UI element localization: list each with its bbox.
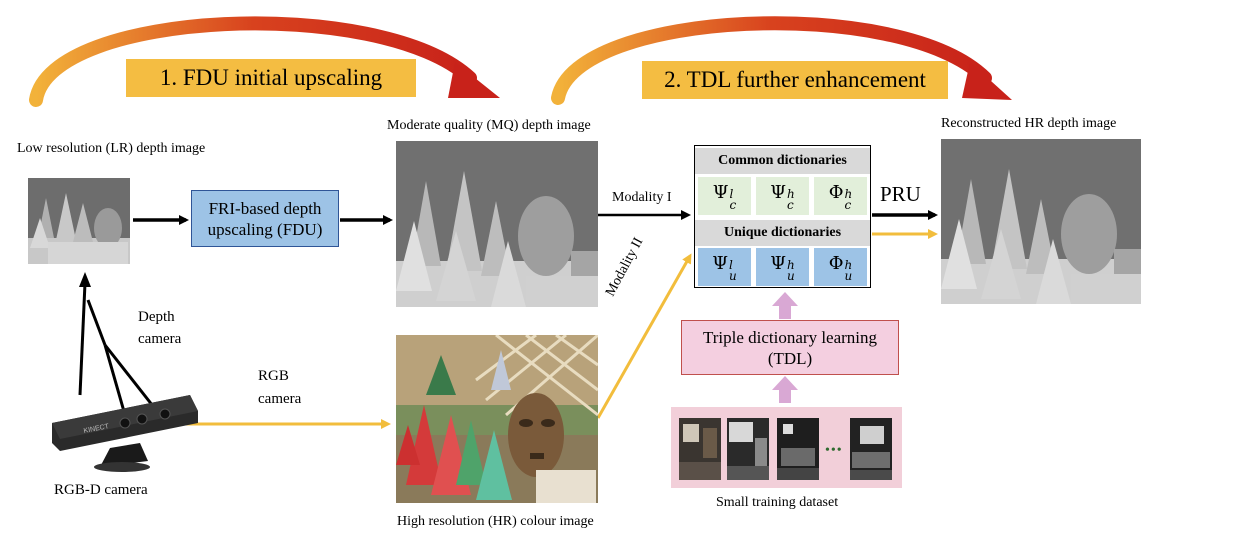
caption-rgbd: RGB-D camera bbox=[54, 482, 148, 498]
caption-pru: PRU bbox=[880, 182, 921, 206]
kinect-label: KINECT bbox=[83, 423, 110, 435]
training-thumb-4 bbox=[850, 418, 892, 480]
fdu-box-line-1: FRI-based depth bbox=[208, 198, 322, 218]
hr-recon-image bbox=[941, 139, 1141, 304]
caption-depth-camera-2: camera bbox=[138, 331, 182, 347]
arrow-tdl-to-dict bbox=[772, 292, 798, 319]
caption-mq-depth: Moderate quality (MQ) depth image bbox=[387, 118, 591, 133]
curve-arrow-fdu bbox=[29, 16, 500, 107]
banner-tdl: 2. TDL further enhancement bbox=[642, 61, 948, 99]
training-thumb-3 bbox=[777, 418, 819, 480]
training-thumb-1 bbox=[679, 418, 721, 480]
fdu-box: FRI-based depth upscaling (FDU) bbox=[191, 190, 339, 247]
banner-fdu: 1. FDU initial upscaling bbox=[126, 59, 416, 97]
tdl-box-line-1: Triple dictionary learning bbox=[702, 327, 878, 347]
curve-arrow-tdl bbox=[551, 16, 1012, 105]
caption-rgb-camera-2: camera bbox=[258, 391, 302, 407]
tdl-box-line-2: (TDL) bbox=[767, 348, 813, 368]
arrow-colour-to-dict bbox=[596, 253, 692, 419]
unique-dictionaries-header: Unique dictionaries bbox=[695, 220, 870, 246]
tdl-box: Triple dictionary learning (TDL) bbox=[681, 320, 899, 375]
caption-modality-1: Modality I bbox=[612, 190, 672, 205]
hr-colour-image bbox=[396, 335, 598, 503]
lr-depth-image bbox=[28, 178, 130, 264]
common-dictionaries-header: Common dictionaries bbox=[695, 148, 870, 174]
caption-lr-depth: Low resolution (LR) depth image bbox=[17, 141, 206, 156]
training-thumb-2 bbox=[727, 418, 769, 480]
caption-depth-camera-1: Depth bbox=[138, 309, 175, 325]
caption-rgb-camera-1: RGB bbox=[258, 368, 289, 384]
kinect-camera: KINECT bbox=[50, 393, 200, 473]
mq-depth-image bbox=[396, 141, 598, 307]
training-ellipsis: ••• bbox=[825, 443, 843, 458]
arrow-dataset-to-tdl bbox=[772, 376, 798, 403]
caption-hr-colour: High resolution (HR) colour image bbox=[397, 514, 594, 529]
fdu-box-line-2: upscaling (FDU) bbox=[207, 219, 323, 239]
caption-training: Small training dataset bbox=[716, 495, 839, 510]
caption-hr-recon: Reconstructed HR depth image bbox=[941, 116, 1117, 131]
